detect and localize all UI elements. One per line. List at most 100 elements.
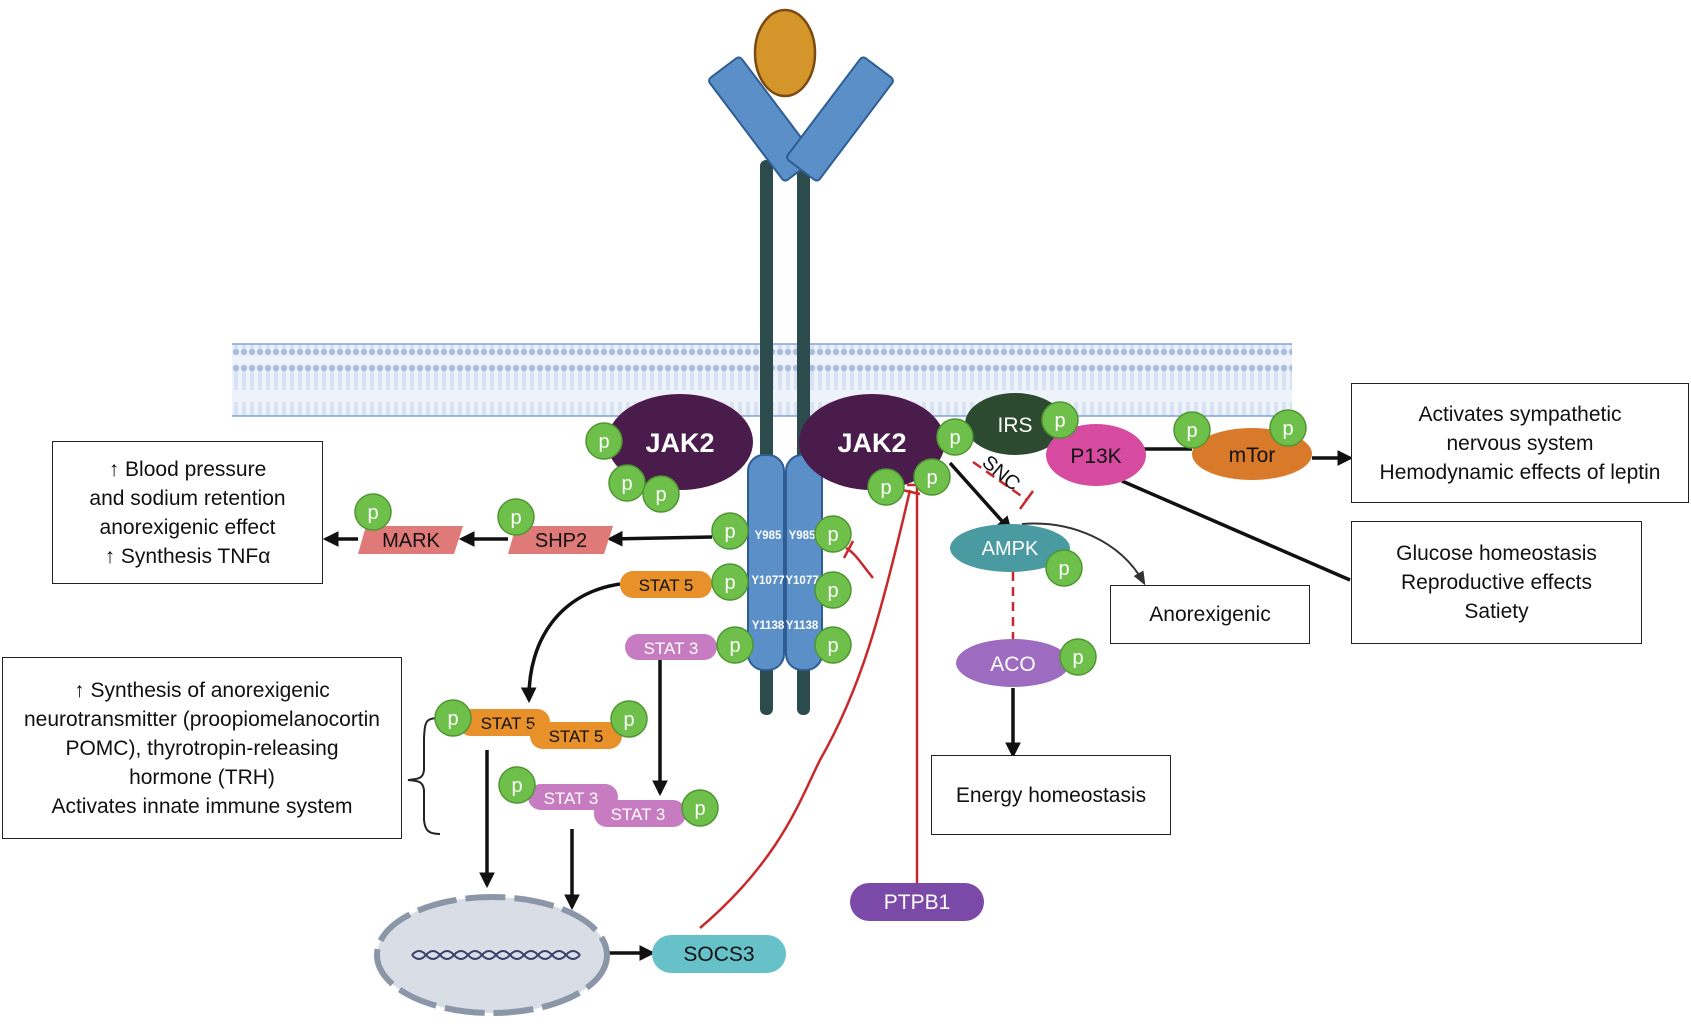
box-sympathetic-line-1: Activates sympathetic <box>1418 402 1622 426</box>
activation-arrows <box>322 447 1354 961</box>
phospho-stat5-dimer-a: p <box>434 699 472 737</box>
phospho-stat3-dimer-a: p <box>498 766 536 804</box>
phospho-mtor-b: p <box>1269 409 1307 447</box>
svg-text:p: p <box>827 580 838 602</box>
phospho-shp2: p <box>497 498 535 536</box>
socs3 <box>652 935 786 973</box>
svg-text:p: p <box>1058 558 1069 580</box>
svg-text:p: p <box>447 708 458 730</box>
box-blood-pressure-line-4: ↑ Synthesis TNFα <box>104 544 271 568</box>
box-neurotransmitter-line-4: hormone (TRH) <box>129 765 275 789</box>
arrow-jak2-to-ampk <box>948 461 1013 533</box>
svg-text:p: p <box>655 484 666 506</box>
box-neurotransmitter-line-5: Activates innate immune system <box>51 794 353 818</box>
snc-label: SNC <box>978 451 1024 495</box>
box-blood-pressure-line-3: anorexigenic effect <box>99 515 276 539</box>
box-neurotransmitter-line-3: POMC), thyrotropin-releasing <box>65 736 339 760</box>
inhibit-snc-to-ampk <box>972 460 1028 502</box>
site-right-1: Y1077 <box>785 575 818 587</box>
svg-text:p: p <box>1186 420 1197 442</box>
inhibit-socs3-to-receptor <box>845 546 874 579</box>
jak2-right <box>799 394 945 490</box>
phospho-mark: p <box>354 493 392 531</box>
site-right-2: Y1138 <box>786 620 819 632</box>
shp2-label: SHP2 <box>535 530 587 552</box>
svg-text:p: p <box>729 635 740 657</box>
jak2-left <box>607 394 753 490</box>
box-blood-pressure-line-1: ↑ Blood pressure <box>108 457 267 481</box>
p13k-label: P13K <box>1070 445 1121 468</box>
phospho-stat3-dimer-b: p <box>681 789 719 827</box>
phospho-jak2l-a: p <box>585 422 623 460</box>
box-glucose-line-2: Reproductive effects <box>1400 571 1593 594</box>
box-neurotransmitter-line-1: ↑ Synthesis of anorexigenic <box>74 678 330 702</box>
site-left-2: Y1138 <box>752 620 785 632</box>
svg-text:p: p <box>949 427 960 449</box>
phospho-ampk: p <box>1045 549 1083 587</box>
phospho-jak2l-b: p <box>608 464 646 502</box>
svg-text:p: p <box>724 572 735 594</box>
mark <box>358 526 463 554</box>
shp2 <box>508 526 613 554</box>
box-glucose-line-1: Glucose homeostasis <box>1396 542 1597 565</box>
svg-text:p: p <box>598 431 609 453</box>
svg-text:p: p <box>510 507 521 529</box>
jak2-right-label: JAK2 <box>837 428 906 458</box>
aco <box>956 639 1070 687</box>
ptpb1-label: PTPB1 <box>884 891 951 914</box>
box-anorexigenic-line-1: Anorexigenic <box>1149 603 1271 626</box>
bracket <box>407 717 441 835</box>
line-p13k-to-glucose <box>1121 479 1351 582</box>
box-energy-line-1: Energy homeostasis <box>955 783 1147 807</box>
box-sympathetic-line-3: Hemodynamic effects of leptin <box>1379 460 1661 484</box>
phospho-y1138-right: p <box>814 626 852 664</box>
mtor-label: mTor <box>1229 444 1276 467</box>
svg-text:p: p <box>621 473 632 495</box>
leptin-receptor: Y985 Y985 Y1077 Y1077 Y1138 Y1138 <box>708 56 894 715</box>
jak2-left-label: JAK2 <box>645 428 714 458</box>
stat3 <box>625 634 717 660</box>
box-glucose: Glucose homeostasis Reproductive effects… <box>1351 521 1642 644</box>
stat5 <box>620 571 712 598</box>
arrow-ampk-to-anorexigenic <box>1021 522 1146 586</box>
aco-label: ACO <box>990 653 1036 676</box>
receptor-intracellular-left <box>747 454 785 671</box>
ampk-label: AMPK <box>982 538 1039 560</box>
phospho-jak2r-a: p <box>867 468 905 506</box>
inhibition-lines <box>699 460 1035 929</box>
receptor-arm-right <box>786 56 894 182</box>
phospho-y985-left: p <box>711 512 749 550</box>
irs-label: IRS <box>997 414 1032 437</box>
svg-text:p: p <box>1282 418 1293 440</box>
socs3-label: SOCS3 <box>683 943 754 966</box>
svg-text:p: p <box>827 524 838 546</box>
phospho-y985-right: p <box>814 515 852 553</box>
stat5-label: STAT 5 <box>639 576 694 595</box>
box-energy: Energy homeostasis <box>931 755 1171 835</box>
irs <box>965 393 1065 455</box>
stat3-label: STAT 3 <box>644 639 699 658</box>
box-blood-pressure: ↑ Blood pressure and sodium retention an… <box>52 441 323 584</box>
ampk <box>950 524 1070 572</box>
arrow-stat5-to-dimer <box>520 582 621 704</box>
svg-text:p: p <box>724 521 735 543</box>
box-neurotransmitter-line-2: neurotransmitter (proopiomelanocortin <box>23 707 380 731</box>
phospho-y1138-left: p <box>716 626 754 664</box>
stat3-dimer-a <box>528 784 618 810</box>
box-blood-pressure-line-2: and sodium retention <box>89 486 286 510</box>
svg-text:p: p <box>1072 647 1083 669</box>
stat3-dimer-b-label: STAT 3 <box>611 805 666 824</box>
box-neurotransmitter: ↑ Synthesis of anorexigenic neurotransmi… <box>2 657 402 839</box>
phospho-y1077-left: p <box>711 563 749 601</box>
stat5-dimer-b <box>530 722 622 749</box>
phospho-aco: p <box>1059 638 1097 676</box>
box-anorexigenic: Anorexigenic <box>1110 585 1310 644</box>
stat5-dimer-a-label: STAT 5 <box>481 714 536 733</box>
phospho-stat5-dimer-b: p <box>610 700 648 738</box>
phospho-jak2l-c: p <box>642 475 680 513</box>
svg-text:p: p <box>623 709 634 731</box>
stat5-dimer-b-label: STAT 5 <box>549 727 604 746</box>
site-left-0: Y985 <box>755 530 782 542</box>
svg-text:p: p <box>511 775 522 797</box>
